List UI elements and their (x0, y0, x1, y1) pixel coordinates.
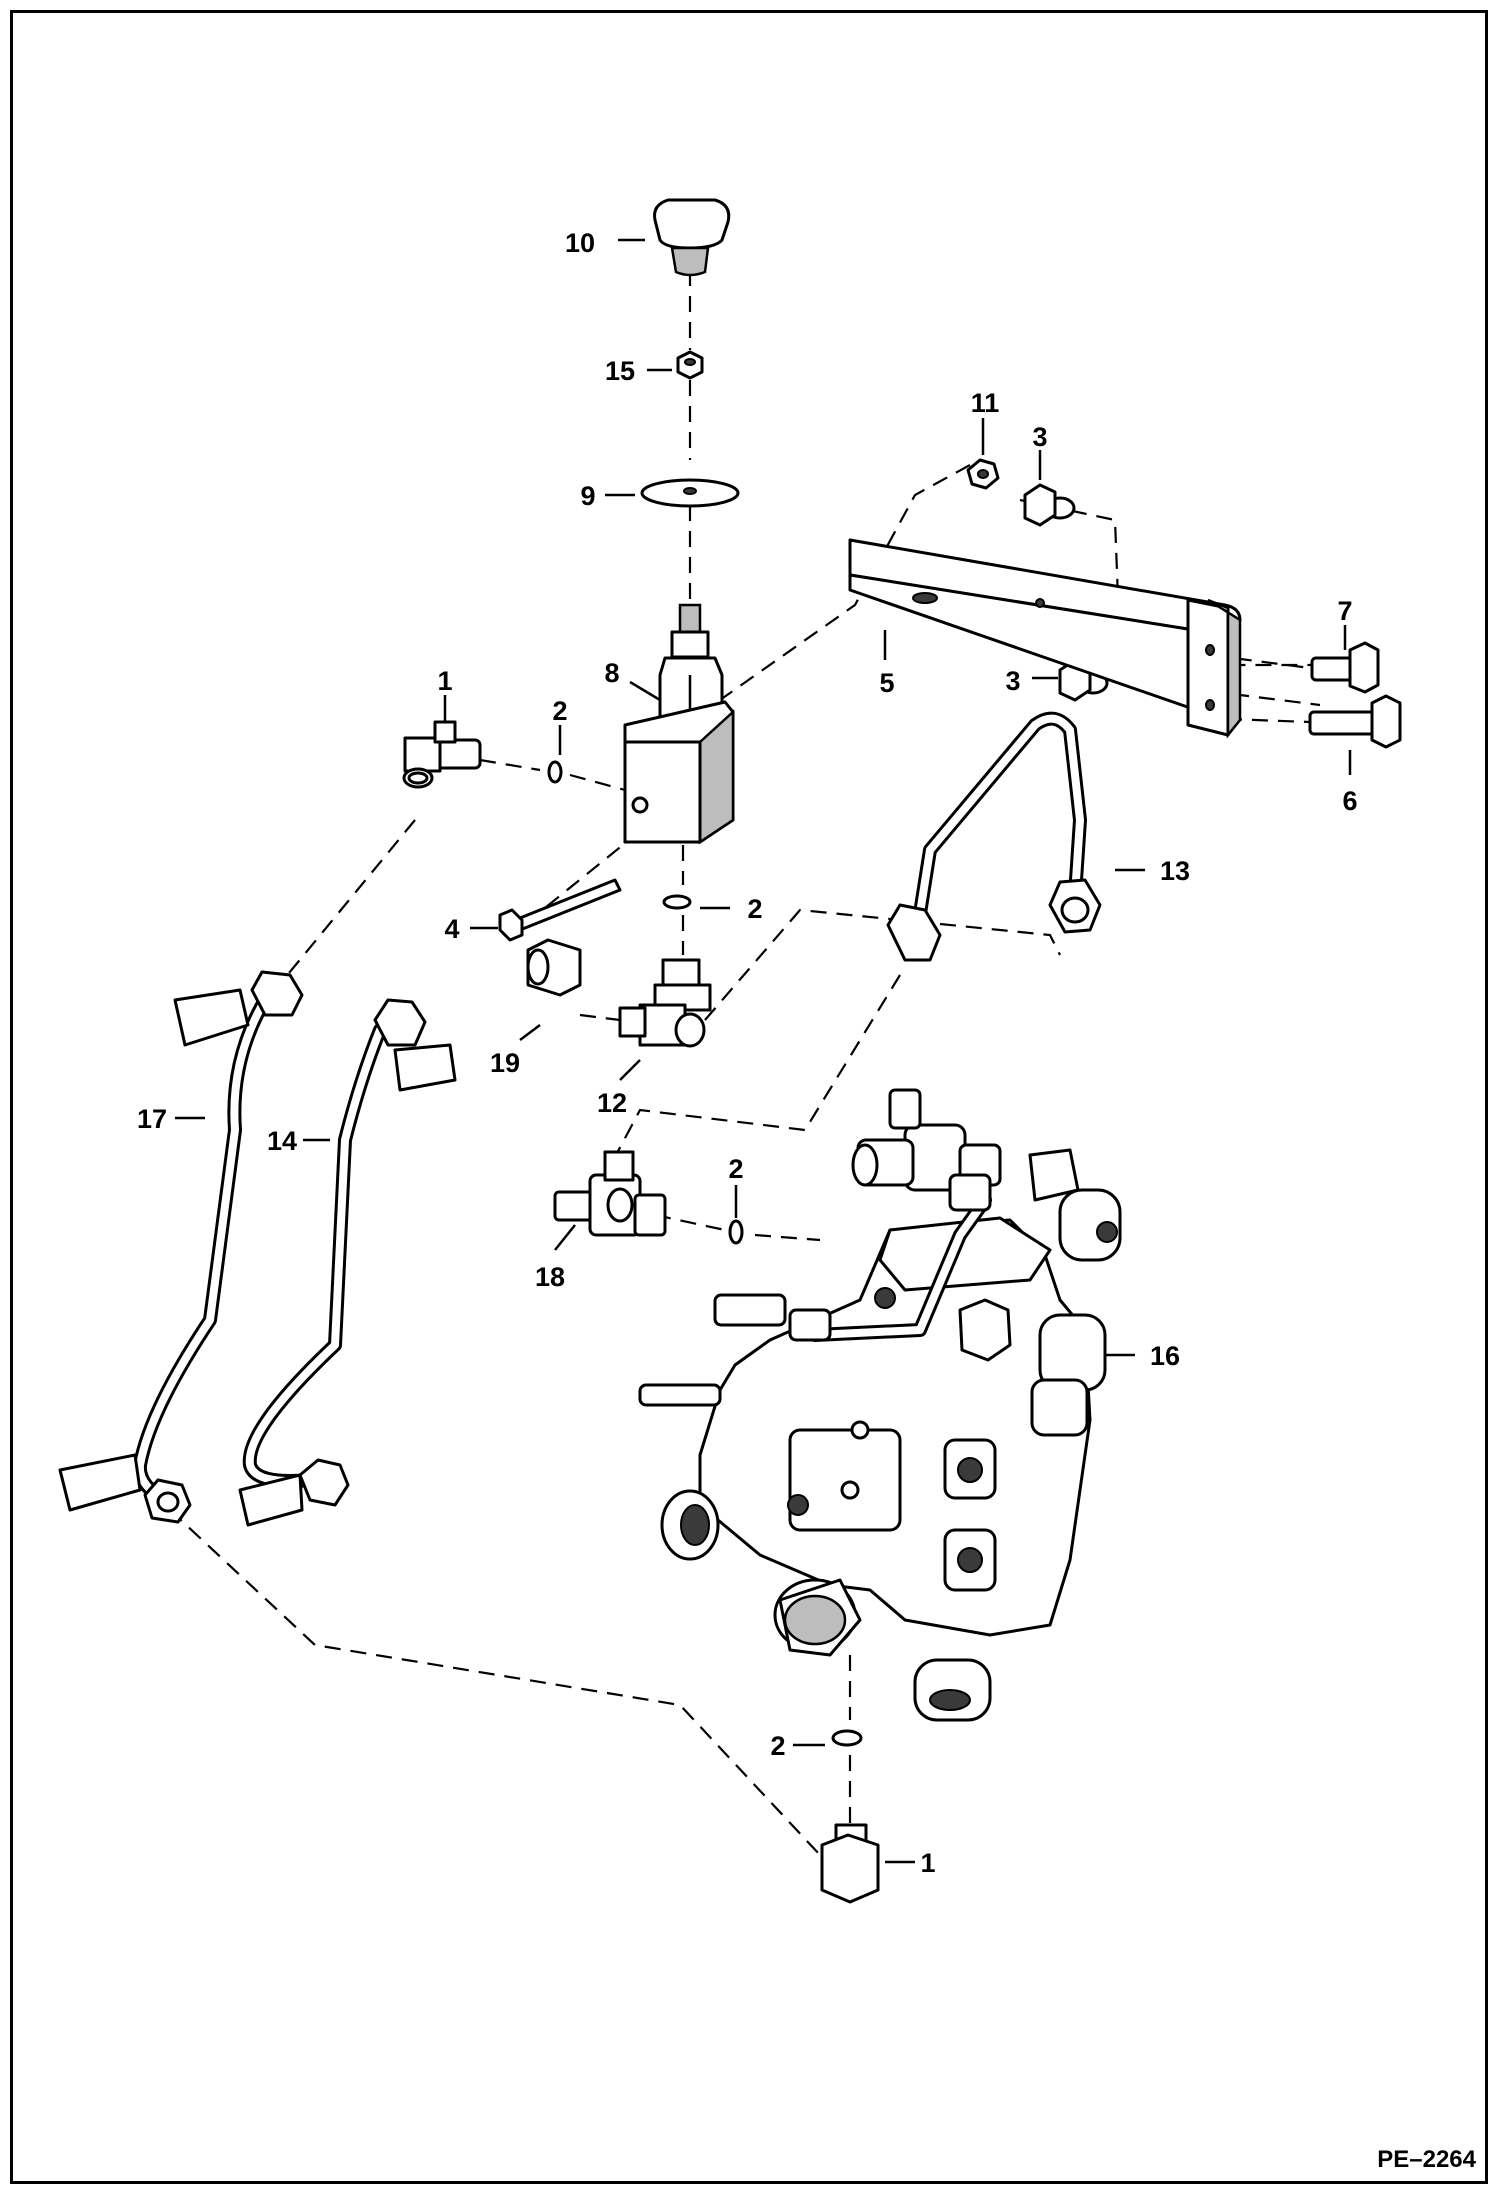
callout-15: 15 (605, 356, 635, 386)
callout-2-bottom: 2 (770, 1731, 785, 1761)
part-19-capnut (526, 938, 582, 997)
part-18-tee (553, 1150, 667, 1237)
callout-2-right: 2 (728, 1154, 743, 1184)
part-2-orings (547, 760, 863, 1747)
part-5-bracket (848, 538, 1242, 739)
callout-13: 13 (1160, 856, 1190, 886)
callout-3-top: 3 (1032, 422, 1047, 452)
part-8-valve (623, 603, 735, 845)
part-11-nut (966, 458, 1000, 490)
leader-lines (175, 238, 1352, 1864)
part-16-control-valve (638, 1088, 1122, 1722)
document-id: PE–2264 (1377, 2146, 1476, 2173)
callout-14: 14 (267, 1126, 297, 1156)
part-3-bolt-top (1023, 483, 1076, 527)
callout-1-top: 1 (437, 666, 452, 696)
callout-5: 5 (879, 668, 894, 698)
part-17-tube (58, 970, 304, 1524)
part-4-bolt (498, 878, 622, 942)
assembly-lines (169, 270, 1330, 1856)
callout-18: 18 (535, 1262, 565, 1292)
part-9-washer (640, 478, 740, 508)
callout-19: 19 (490, 1048, 520, 1078)
part-12-tee (618, 958, 712, 1048)
part-1-elbow-top (402, 720, 482, 789)
callouts: 10 15 9 11 3 1 8 2 5 3 7 6 13 4 2 19 12 … (137, 228, 1358, 1878)
part-14-tube (238, 998, 457, 1527)
callout-3-bottom: 3 (1005, 666, 1020, 696)
callout-10: 10 (565, 228, 595, 258)
part-1-fitting-bottom (820, 1823, 880, 1904)
callout-6: 6 (1342, 786, 1357, 816)
callout-9: 9 (580, 481, 595, 511)
callout-2-middle: 2 (747, 894, 762, 924)
callout-12: 12 (597, 1088, 627, 1118)
callout-16: 16 (1150, 1341, 1180, 1371)
callout-2-left: 2 (552, 696, 567, 726)
callout-4: 4 (444, 914, 459, 944)
part-6-capscrew (1308, 694, 1402, 749)
part-15-nut (676, 350, 704, 380)
callout-17: 17 (137, 1104, 167, 1134)
callout-1-bottom: 1 (920, 1848, 935, 1878)
callout-7: 7 (1337, 596, 1352, 626)
part-10-knob (653, 198, 731, 277)
diagram-border (10, 10, 1488, 2184)
part-7-capscrew (1310, 641, 1380, 694)
part-13-tube (886, 711, 1102, 962)
callout-8: 8 (604, 658, 619, 688)
callout-11: 11 (971, 388, 1000, 418)
